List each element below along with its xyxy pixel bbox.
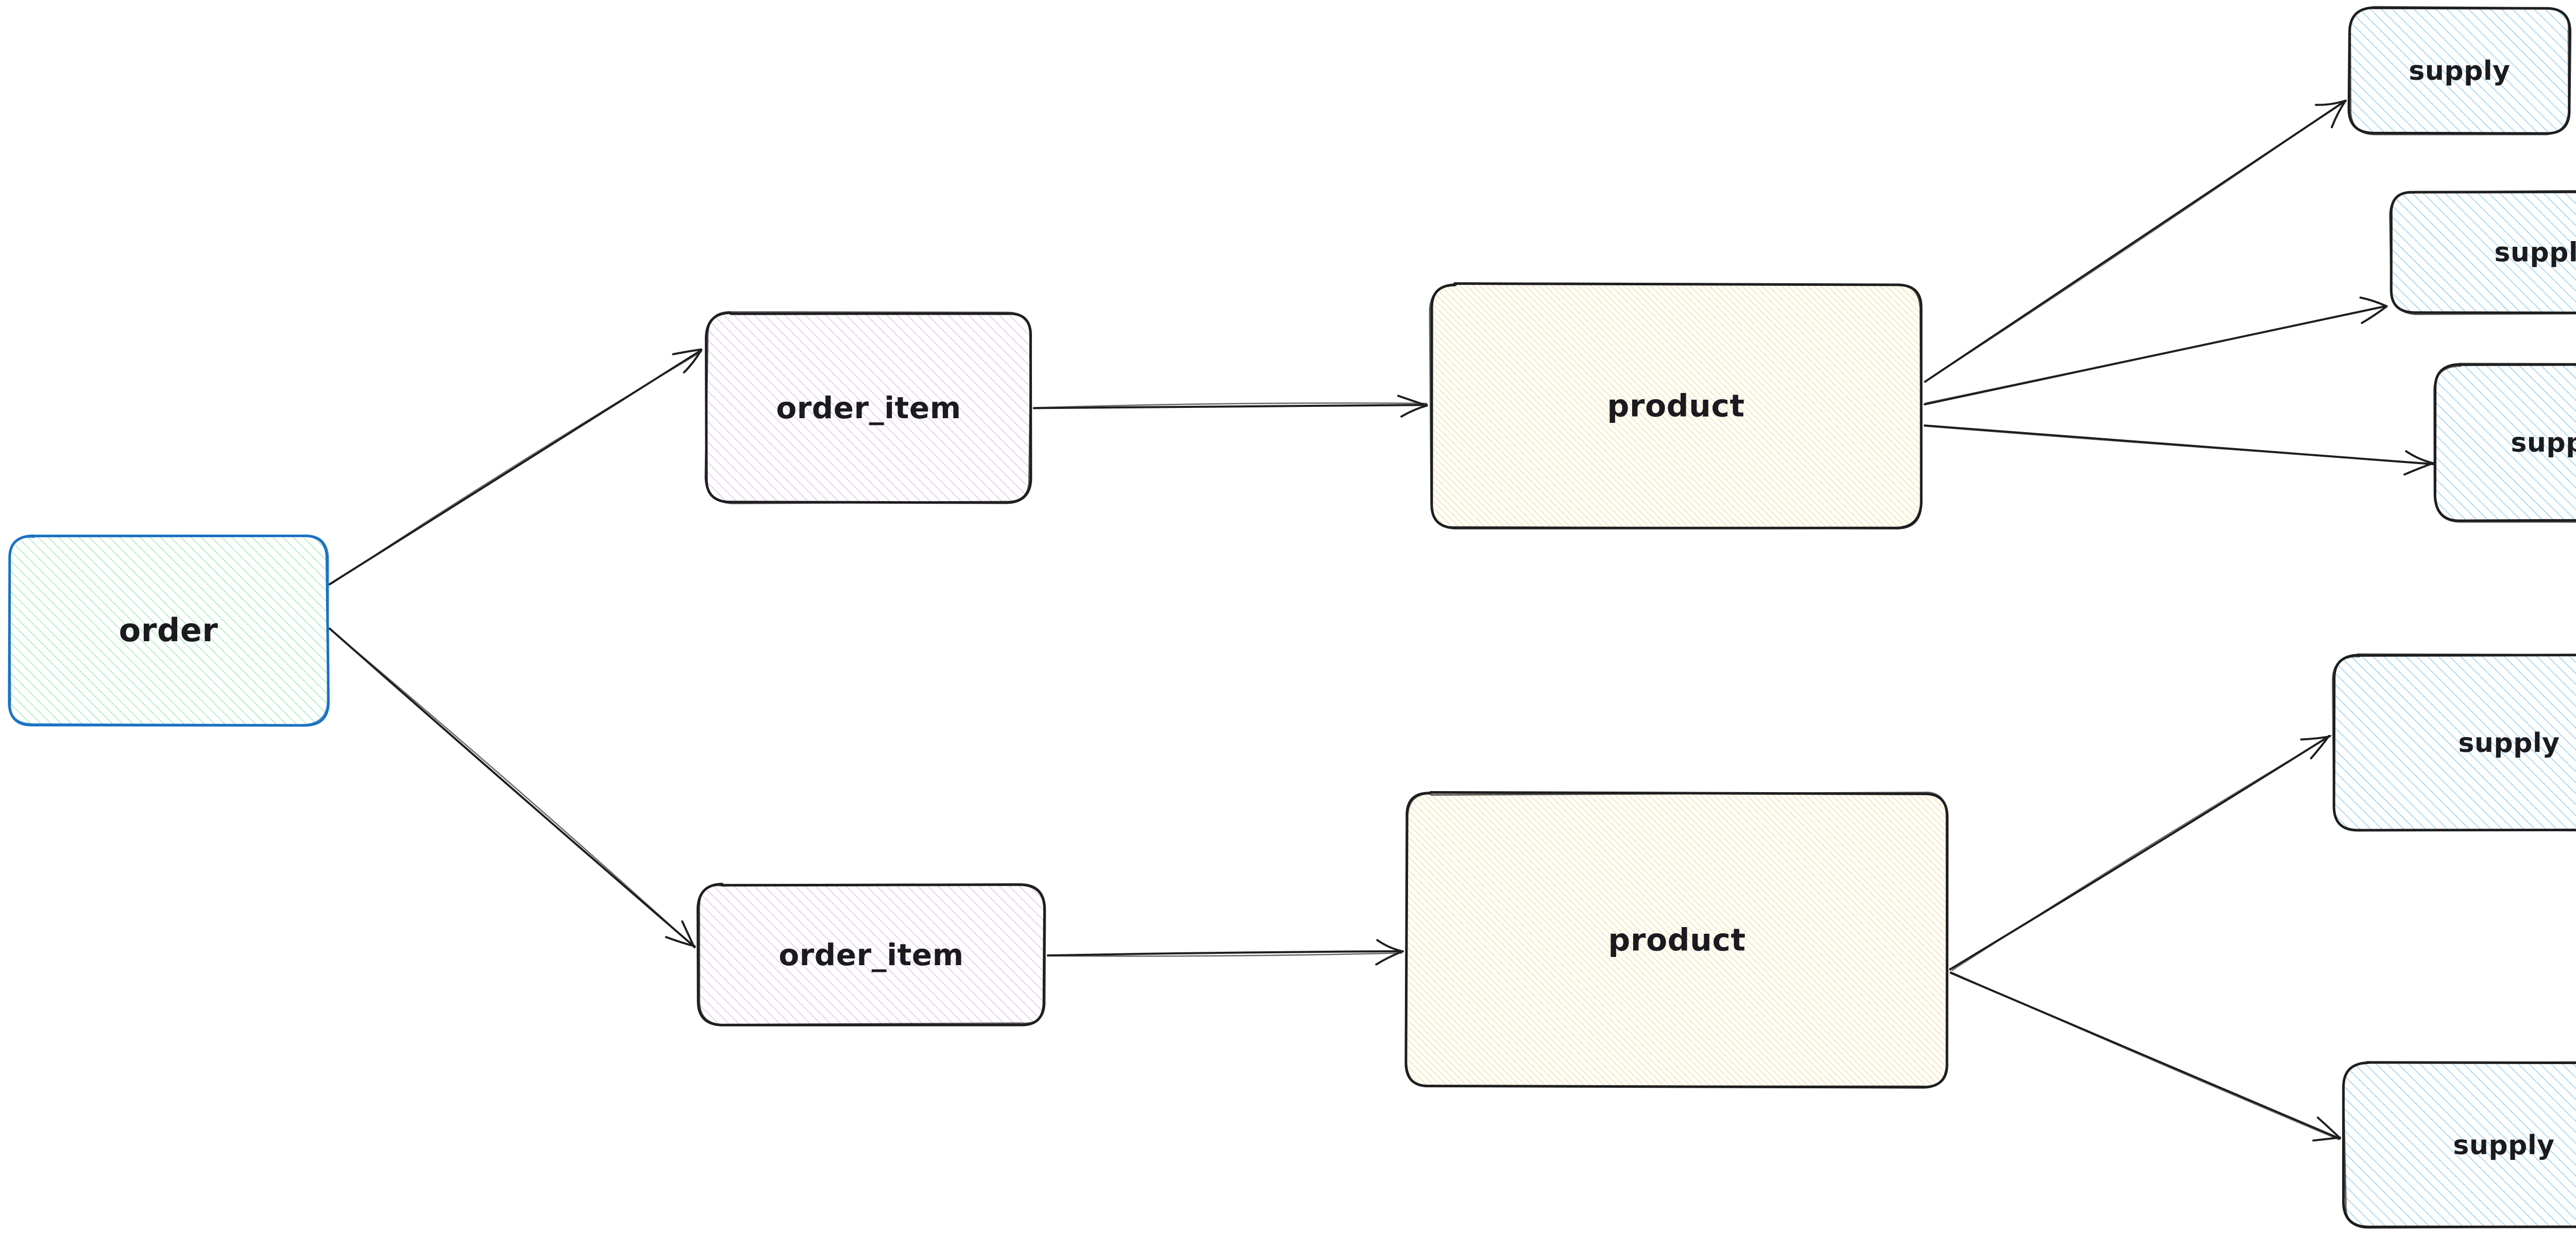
arrowhead-stroke [665, 936, 696, 948]
node-outline [2342, 1061, 2576, 1229]
arrowhead-stroke [1400, 404, 1428, 418]
node-label: supply [2511, 427, 2576, 458]
node-fill [1406, 793, 1948, 1087]
arrowhead-stroke [2316, 1116, 2341, 1139]
node-outline [2433, 363, 2576, 523]
node-order[interactable]: order [8, 534, 330, 727]
arrowhead-stroke [2312, 1136, 2341, 1142]
edge-line [1950, 971, 2340, 1140]
node-supply_4[interactable]: supply [2332, 653, 2576, 832]
node-fill [697, 884, 1045, 1025]
arrowhead-stroke [2300, 735, 2330, 741]
node-outline [2389, 190, 2576, 315]
node-outline [1405, 792, 1948, 1088]
node-label: order_item [776, 390, 961, 425]
node-label: supply [2409, 56, 2510, 87]
edge-line [1925, 306, 2386, 404]
node-supply_2[interactable]: supply [2389, 190, 2576, 315]
node-product_2[interactable]: product [1404, 791, 1949, 1089]
node-fill [8, 536, 328, 725]
node-label: product [1607, 388, 1744, 424]
arrowhead-stroke [2405, 450, 2433, 464]
arrowhead-stroke [2359, 296, 2387, 307]
edges-layer [328, 99, 2435, 1142]
node-outline [2332, 653, 2576, 832]
arrowhead-stroke [683, 349, 702, 374]
node-outline [698, 883, 1046, 1026]
arrowhead-stroke [2361, 305, 2388, 324]
node-fill [2344, 1063, 2576, 1227]
node-order_item_1[interactable]: order_item [704, 311, 1032, 505]
node-label: supply [2453, 1130, 2554, 1161]
edge-line [1951, 734, 2332, 971]
node-label: order_item [778, 937, 963, 972]
edge-order-to-order_item_2[interactable] [328, 627, 696, 949]
arrowhead-stroke [672, 348, 702, 355]
node-label: order [119, 611, 218, 649]
edge-product_1-to-supply_2[interactable] [1923, 296, 2388, 406]
node-outline [704, 311, 1032, 505]
edge-line [1924, 425, 2433, 465]
node-fill [2349, 8, 2569, 133]
arrowhead-stroke [2403, 461, 2435, 476]
edge-line [1925, 99, 2346, 382]
node-fill [1431, 284, 1921, 528]
edge-order_item_1-to-product_1[interactable] [1032, 395, 1428, 418]
node-order_item_2[interactable]: order_item [697, 883, 1046, 1026]
node-supply_3[interactable]: supply [2433, 363, 2576, 523]
edge-product_2-to-supply_5[interactable] [1950, 971, 2341, 1142]
arrowhead-stroke [681, 920, 696, 949]
node-outline [8, 534, 329, 726]
edge-line [328, 627, 696, 948]
node-product_1[interactable]: product [1429, 282, 1923, 529]
nodes-layer: orderorder_itemorder_itemproductproducts… [8, 6, 2576, 1229]
edge-product_1-to-supply_1[interactable] [1924, 99, 2347, 383]
arrowhead-stroke [1376, 939, 1404, 953]
edge-line [1032, 404, 1428, 409]
edge-line [1047, 952, 1402, 957]
node-label: supply [2494, 237, 2576, 268]
node-outline [2349, 6, 2570, 135]
arrowhead-stroke [2315, 99, 2346, 106]
node-fill [2435, 365, 2576, 521]
arrowhead-stroke [2331, 100, 2346, 128]
edge-product_1-to-supply_3[interactable] [1923, 424, 2435, 476]
arrowhead-stroke [1397, 395, 1428, 407]
node-fill [707, 313, 1031, 503]
node-label: supply [2458, 728, 2560, 759]
arrowhead-stroke [1375, 950, 1404, 966]
edge-line [330, 351, 702, 585]
node-outline [1429, 282, 1922, 529]
edge-line [328, 627, 696, 949]
node-label: product [1608, 922, 1745, 958]
node-fill [2333, 655, 2576, 831]
edge-line [1033, 402, 1428, 408]
edge-product_2-to-supply_4[interactable] [1948, 734, 2332, 971]
edge-order_item_2-to-product_2[interactable] [1046, 939, 1404, 966]
node-supply_1[interactable]: supply [2347, 6, 2571, 135]
node-supply_5[interactable]: supply [2342, 1061, 2576, 1229]
edge-line [1046, 950, 1404, 957]
node-fill [2390, 191, 2576, 313]
edge-order-to-order_item_1[interactable] [328, 348, 703, 586]
